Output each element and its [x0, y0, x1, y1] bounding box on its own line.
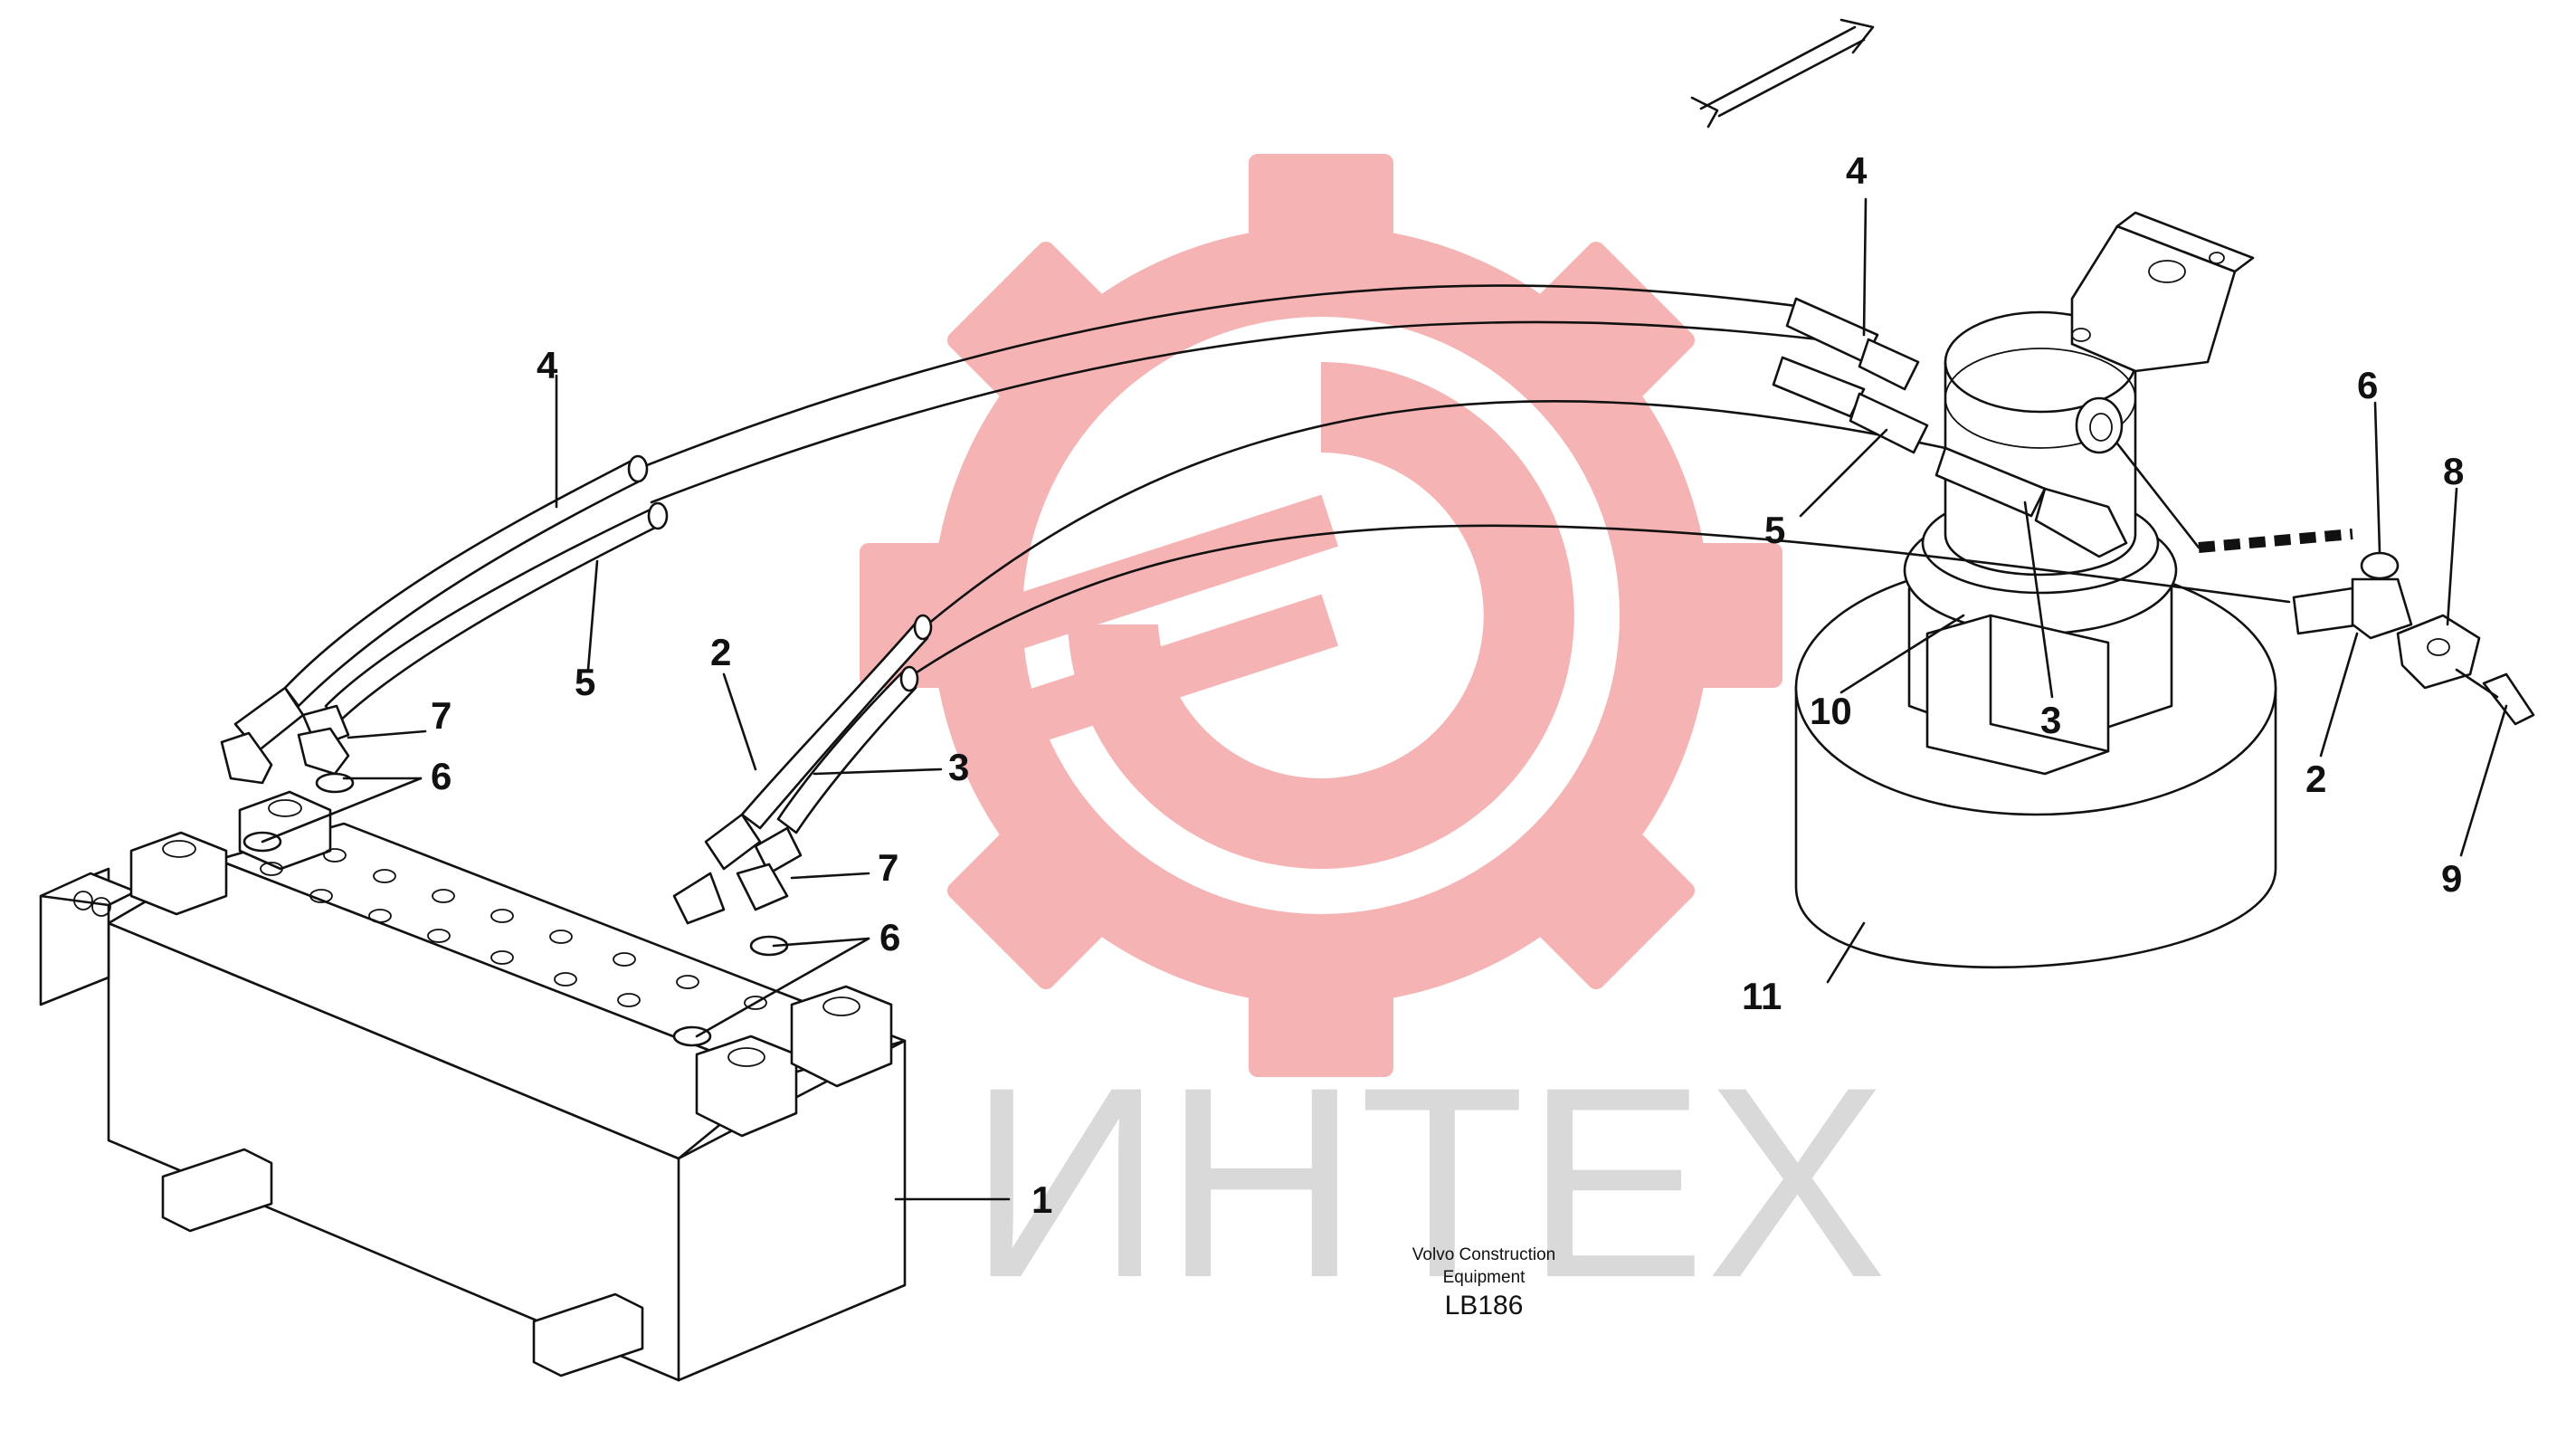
callout-3-right: 3 [2040, 699, 2061, 741]
callout-8: 8 [2443, 450, 2464, 492]
callout-7-middle: 7 [878, 846, 898, 889]
callout-6-middle: 6 [879, 916, 900, 958]
callout-6-right: 6 [2357, 364, 2378, 406]
caption-line2: Equipment [1443, 1268, 1526, 1287]
callout-6-left: 6 [431, 755, 452, 797]
callout-2-right: 2 [2305, 758, 2326, 800]
callout-4-left: 4 [537, 344, 558, 386]
gear-logo-icon [860, 154, 1782, 1077]
caption-line1: Volvo Construction [1412, 1245, 1555, 1264]
hoses [220, 284, 2535, 1047]
callout-1: 1 [1031, 1178, 1052, 1221]
callout-3-middle: 3 [948, 746, 969, 788]
forward-direction-arrow-icon [1690, 18, 1875, 129]
port-holes [260, 848, 767, 1010]
swivel-base [1794, 211, 2353, 969]
caption: Volvo Construction Equipment LB186 [1412, 1245, 1555, 1320]
leader-lines [261, 197, 2508, 1201]
callout-9: 9 [2441, 857, 2462, 900]
callout-5-left: 5 [575, 661, 595, 703]
callout-4-right: 4 [1846, 149, 1868, 192]
callout-7-left: 7 [431, 694, 452, 737]
callout-2-middle: 2 [710, 631, 731, 673]
callouts: 1 2 2 3 3 4 4 5 5 6 6 6 7 7 8 9 10 11 [431, 149, 2464, 1221]
valve-block [39, 790, 907, 1382]
caption-code: LB186 [1445, 1291, 1524, 1320]
callout-5-right: 5 [1764, 509, 1785, 551]
callout-11: 11 [1742, 975, 1782, 1017]
watermark-text: ИНТЕХ [968, 1030, 1887, 1334]
callout-10: 10 [1810, 690, 1852, 732]
